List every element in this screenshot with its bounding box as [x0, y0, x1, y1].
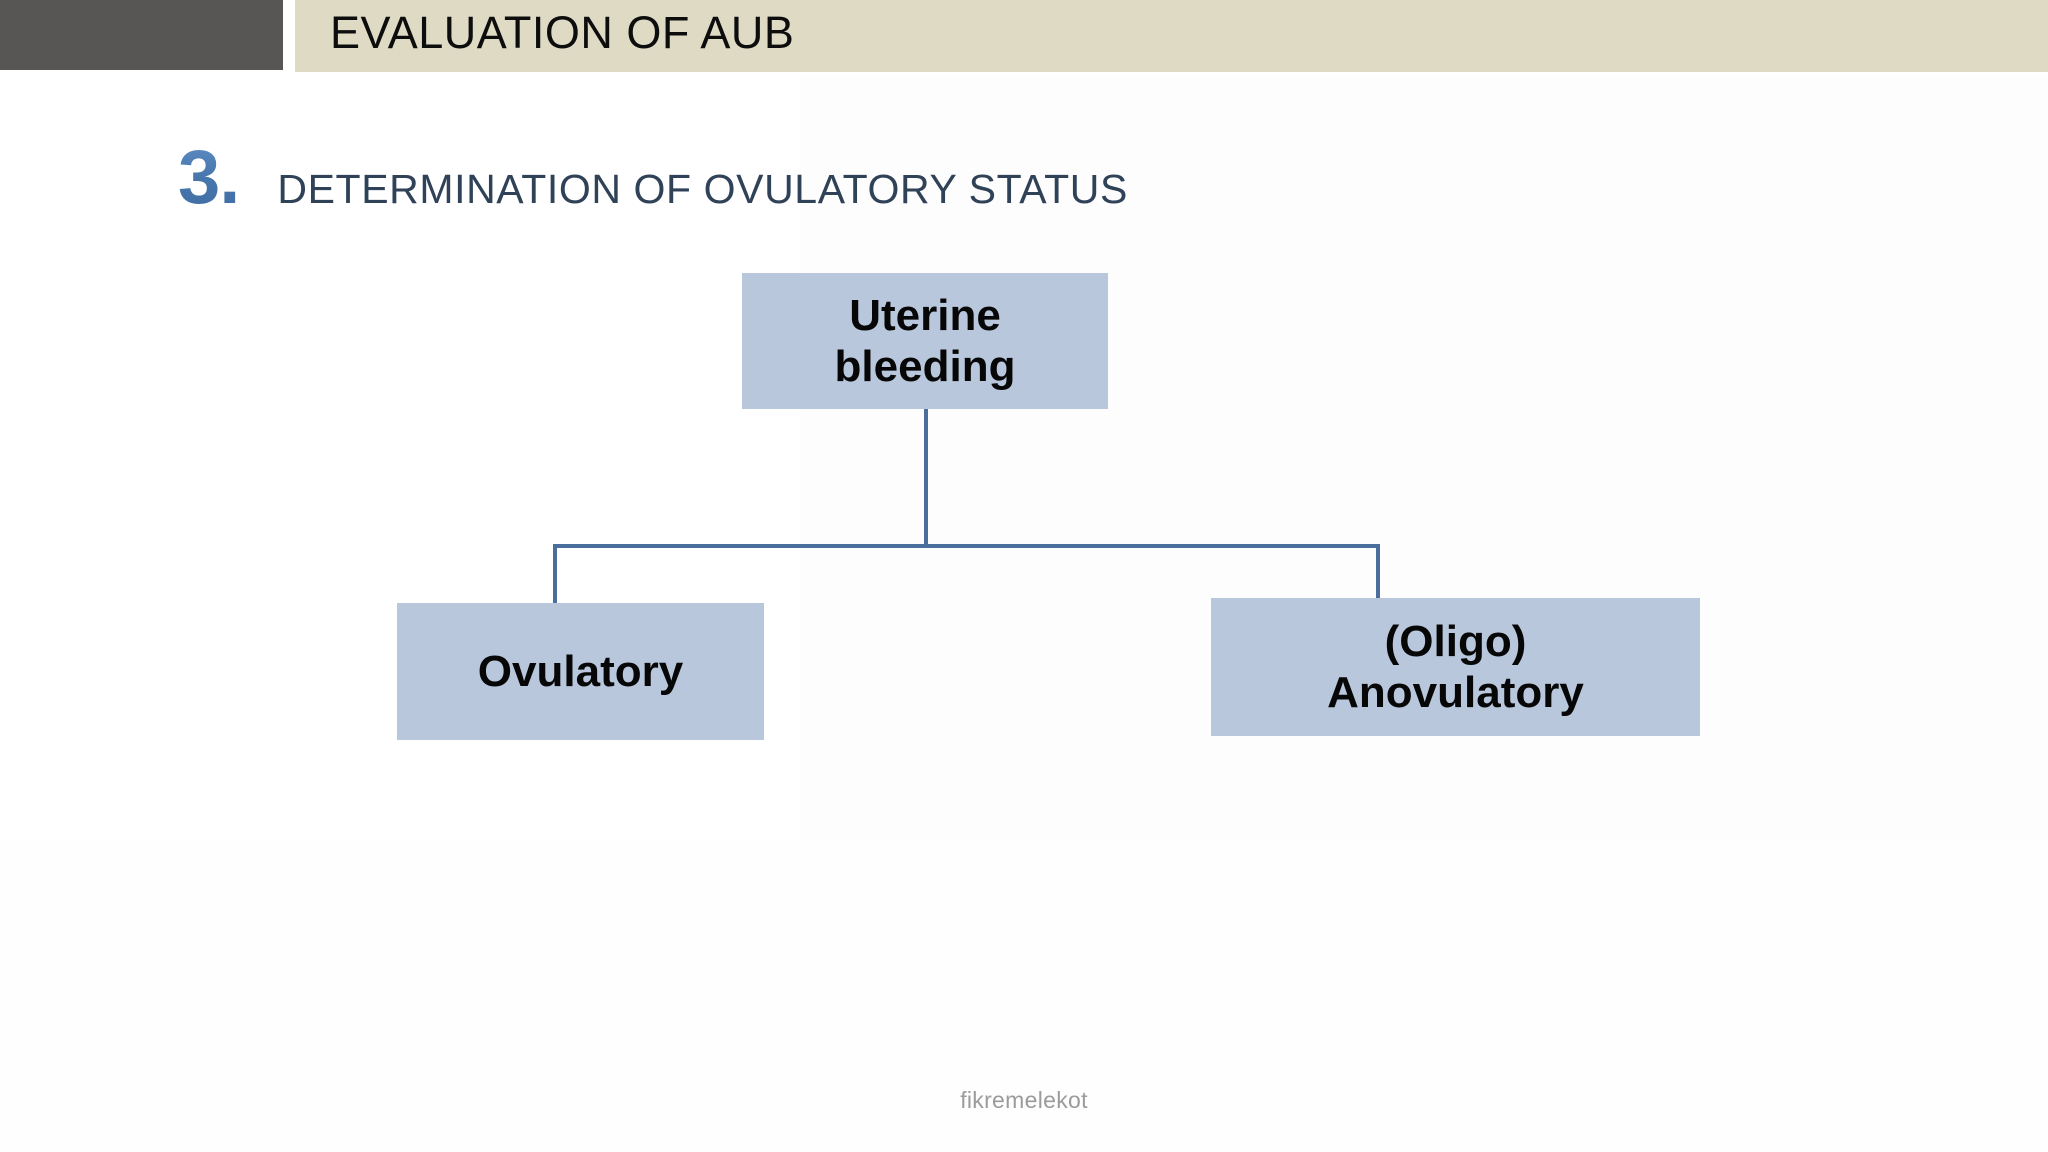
footer-credit: fikremelekot [960, 1087, 1088, 1113]
flowchart-node-anovulatory: (Oligo) Anovulatory [1211, 598, 1700, 736]
section-title: DETERMINATION OF OVULATORY STATUS [277, 166, 1128, 212]
node-ovulatory-label: Ovulatory [477, 646, 684, 696]
node-root-line2: bleeding [834, 342, 1016, 391]
slide-title: EVALUATION OF AUB [330, 7, 795, 58]
slide-header: EVALUATION OF AUB [0, 0, 2048, 74]
section-number: 3. [178, 135, 240, 220]
connector-drop-anovulatory [1376, 544, 1380, 602]
node-root-line1: Uterine [849, 290, 1001, 340]
header-title-band [295, 0, 2048, 72]
section-heading: 3. DETERMINATION OF OVULATORY STATUS [178, 140, 1128, 216]
connector-root-stem [924, 409, 928, 548]
header-accent-block [0, 0, 283, 70]
flowchart-node-ovulatory: Ovulatory [397, 603, 764, 740]
connector-horizontal-bus [553, 544, 1380, 548]
flowchart-node-uterine-bleeding: Uterine bleeding [742, 273, 1108, 409]
connector-drop-ovulatory [553, 544, 557, 606]
node-anovulatory-line2: Anovulatory [1327, 668, 1584, 717]
node-anovulatory-line1: (Oligo) [1384, 616, 1527, 666]
